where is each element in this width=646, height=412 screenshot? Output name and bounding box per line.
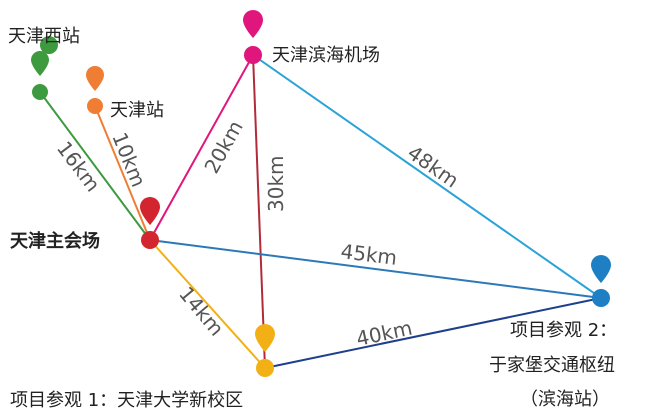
node-label-yujiapu-line3: （滨海站）: [520, 389, 610, 410]
distance-university-yujiapu: 40km: [354, 316, 414, 351]
node-label-yujiapu-line2: 于家堡交通枢纽: [489, 355, 615, 376]
route-main-to-university: [149, 239, 266, 369]
route-main-to-yujiapu: [149, 239, 602, 299]
route-airport-to-university: [252, 54, 266, 369]
map-pin-icon[interactable]: [255, 324, 275, 377]
route-west-to-main: [39, 91, 151, 241]
node-label-airport: 天津滨海机场: [272, 45, 380, 66]
distance-main-airport: 20km: [199, 116, 247, 177]
route-main-to-airport: [149, 54, 254, 241]
route-station-to-main: [94, 105, 151, 241]
node-label-yujiapu-line1: 项目参观 2：: [510, 320, 617, 341]
map-pin-icon[interactable]: [243, 10, 263, 64]
node-label-tianjin-west: 天津西站: [8, 26, 80, 47]
node-label-main-venue: 天津主会场: [10, 230, 100, 252]
distance-main-university: 14km: [174, 282, 229, 341]
map-pin-icon[interactable]: [86, 66, 104, 114]
distance-airport-university: 30km: [264, 155, 288, 212]
node-label-tianjin-station: 天津站: [110, 100, 164, 121]
map-pin-icon[interactable]: [140, 197, 160, 249]
distance-west-main: 16km: [52, 137, 105, 197]
map-pin-icon[interactable]: [31, 36, 58, 100]
map-pin-icon[interactable]: [591, 255, 611, 307]
route-university-to-yujiapu: [264, 297, 602, 369]
route-airport-to-yujiapu: [252, 54, 602, 299]
node-label-university: 项目参观 1：天津大学新校区: [10, 390, 243, 411]
distance-station-main: 10km: [107, 129, 150, 190]
